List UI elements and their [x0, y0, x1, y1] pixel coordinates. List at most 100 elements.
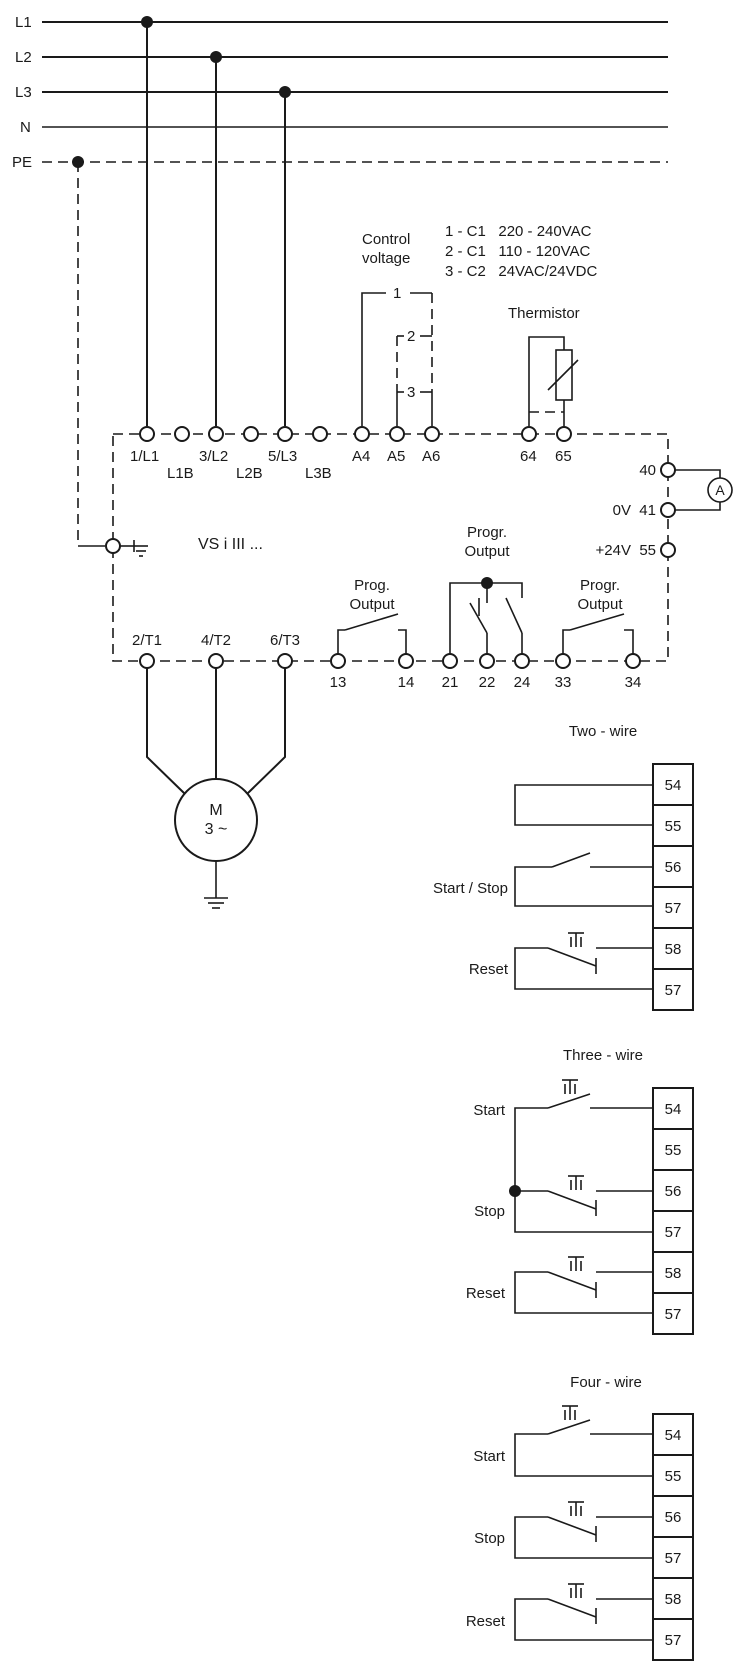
four-wire-reset-pushbutton-icon [567, 1583, 585, 1599]
terminal-2-t1[interactable] [139, 653, 155, 669]
two-wire-label-56: 56 [665, 859, 682, 876]
control-voltage-title-1: Control [362, 231, 410, 248]
progr-output-label-2: Output [464, 543, 510, 560]
progr-output-2-wire-left [562, 629, 570, 661]
supply-lines: L1 L2 L3 N PE [12, 14, 668, 171]
terminal-label-2-t1: 2/T1 [132, 632, 162, 649]
prog-output-contact [344, 613, 399, 631]
motor-wire-t1 [146, 668, 185, 794]
three-wire-label-56: 56 [665, 1183, 682, 1200]
terminal-label-6-t3: 6/T3 [270, 632, 300, 649]
terminal-l3b[interactable] [312, 426, 328, 442]
ammeter-wire-bottom [675, 502, 721, 511]
progr-output-2-label-1: Progr. [580, 577, 620, 594]
four-wire-label-stop: Stop [474, 1530, 505, 1547]
terminal-label-l2b: L2B [236, 465, 263, 482]
analog-output-block: 40 0V 41 +24V 55 A [596, 462, 733, 559]
terminal-a5[interactable] [389, 426, 405, 442]
terminal-label-3-l2: 3/L2 [199, 448, 228, 465]
progr-output-nc-blade [469, 602, 488, 634]
terminal-55[interactable] [660, 542, 676, 558]
three-wire-start-pushbutton-icon [561, 1079, 579, 1095]
motor-label-1: M [209, 802, 222, 819]
motor-block: M 3 ~ [146, 668, 286, 909]
four-wire-stop-wire [514, 1516, 653, 1559]
two-wire-label-start-stop: Start / Stop [433, 880, 508, 897]
terminal-label-40: 40 [639, 462, 656, 479]
terminal-a4[interactable] [354, 426, 370, 442]
three-wire-start-wire [514, 1107, 548, 1191]
four-wire-label-reset: Reset [466, 1613, 506, 1630]
four-wire-start-wire [514, 1433, 653, 1477]
terminal-label-1-l1: 1/L1 [130, 448, 159, 465]
three-wire-label-55: 55 [665, 1142, 682, 1159]
terminal-22[interactable] [479, 653, 495, 669]
terminal-label-l3b: L3B [305, 465, 332, 482]
earth-terminal [105, 538, 148, 557]
terminal-label-22: 22 [479, 674, 496, 691]
two-wire-terminal-54[interactable] [652, 763, 694, 806]
two-wire-reset-pushbutton-icon [567, 932, 585, 948]
four-wire-start-pushbutton-icon [561, 1405, 579, 1421]
terminal-21[interactable] [442, 653, 458, 669]
terminal-65[interactable] [556, 426, 572, 442]
terminal-14[interactable] [398, 653, 414, 669]
two-wire-reset-wire [514, 947, 653, 990]
terminal-label-4-t2: 4/T2 [201, 632, 231, 649]
two-wire-reset-contact [547, 947, 597, 967]
ammeter-symbol: A [715, 482, 725, 498]
three-wire-stop-contact [547, 1190, 597, 1210]
terminal-1-l1[interactable] [139, 426, 155, 442]
terminal-13[interactable] [330, 653, 346, 669]
device-enclosure [112, 433, 669, 662]
motor-wire-t3 [247, 668, 286, 794]
terminal-l1b[interactable] [174, 426, 190, 442]
two-wire-terminal-55[interactable] [652, 804, 694, 847]
terminal-3-l2[interactable] [208, 426, 224, 442]
prog-output-wire-left [337, 629, 345, 661]
three-wire-label-58: 58 [665, 1265, 682, 1282]
three-wire-stop-pushbutton-icon [567, 1175, 585, 1191]
terminal-label-l1b: L1B [167, 465, 194, 482]
four-wire-label-54: 54 [665, 1427, 682, 1444]
four-wire-label-55: 55 [665, 1468, 682, 1485]
thermistor-block: Thermistor [508, 305, 580, 426]
four-wire-reset-contact [547, 1598, 597, 1618]
prog-output-label-2: Output [349, 596, 395, 613]
four-wire-terminal-57b[interactable] [652, 1618, 694, 1661]
three-wire-block: Three - wire 54 55 56 57 58 57 Start Sto… [466, 1047, 694, 1335]
terminal-label-33: 33 [555, 674, 572, 691]
terminal-label-34: 34 [625, 674, 642, 691]
motor-label-2: 3 ~ [205, 821, 228, 838]
terminal-l2b[interactable] [243, 426, 259, 442]
control-voltage-option-3: 3 - C2 24VAC/24VDC [445, 263, 597, 280]
terminal-pe[interactable] [105, 538, 121, 554]
thermistor-label: Thermistor [508, 305, 580, 322]
three-wire-terminal-57[interactable] [652, 1210, 694, 1253]
terminal-34[interactable] [625, 653, 641, 669]
terminal-5-l3[interactable] [277, 426, 293, 442]
terminal-4-t2[interactable] [208, 653, 224, 669]
terminal-label-24: 24 [514, 674, 531, 691]
terminal-40[interactable] [660, 462, 676, 478]
terminal-64[interactable] [521, 426, 537, 442]
two-wire-terminal-57[interactable] [652, 886, 694, 929]
three-wire-terminal-55[interactable] [652, 1128, 694, 1171]
thermistor-wire-left [528, 336, 565, 426]
three-wire-label-reset: Reset [466, 1285, 506, 1302]
three-wire-reset-contact [547, 1271, 597, 1291]
motor-icon [174, 778, 258, 862]
terminal-41[interactable] [660, 502, 676, 518]
four-wire-label-57: 57 [665, 1550, 682, 1567]
terminal-24[interactable] [514, 653, 530, 669]
terminal-33[interactable] [555, 653, 571, 669]
terminal-6-t3[interactable] [277, 653, 293, 669]
ammeter-wire-top [675, 469, 721, 478]
terminal-a6[interactable] [424, 426, 440, 442]
three-wire-reset-wire [514, 1271, 653, 1314]
three-wire-start-contact [547, 1093, 591, 1109]
two-wire-start-stop-wire [514, 866, 653, 907]
two-wire-label-55: 55 [665, 818, 682, 835]
device-label: VS i III ... [198, 536, 263, 553]
